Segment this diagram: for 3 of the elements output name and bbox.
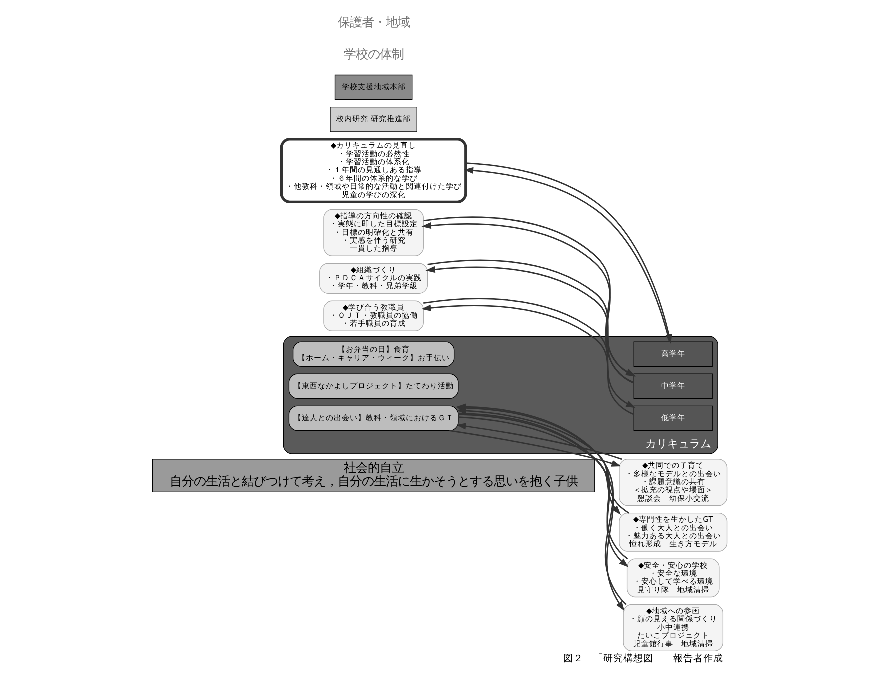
- label: 学校の体制: [344, 47, 404, 62]
- caption: 図２ 「研究構想図」 報告者作成: [564, 654, 724, 665]
- label: 保護者・地域: [338, 15, 410, 30]
